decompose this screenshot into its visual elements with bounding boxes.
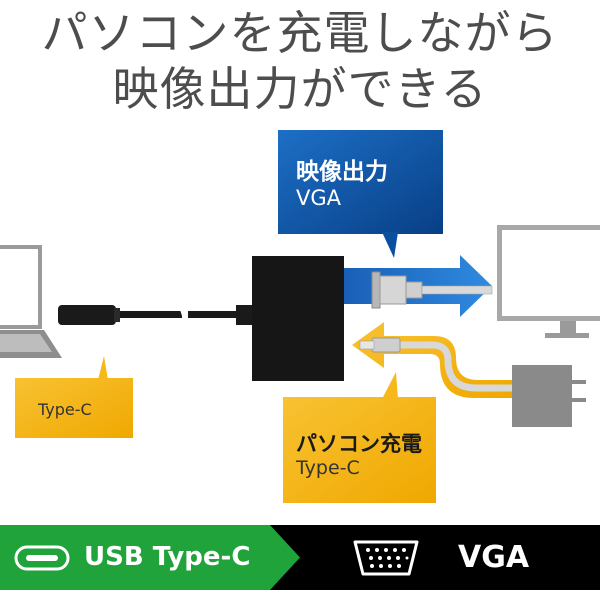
usb-c-port-icon [14, 545, 70, 571]
vga-connector [371, 271, 493, 309]
adapter-body [252, 256, 344, 381]
charging-callout [283, 372, 436, 503]
usb-type-c-label: USB Type-C [84, 542, 251, 572]
charging-subtitle: Type-C [296, 457, 360, 479]
product-diagram [0, 130, 600, 503]
laptop-icon [0, 245, 62, 358]
vga-port-icon [353, 540, 419, 576]
laptop-port-callout [15, 356, 133, 438]
charging-title: パソコン充電 [296, 432, 422, 456]
charging-arrow [352, 322, 514, 398]
bottom-bar-green-segment [0, 525, 300, 590]
headline-line-2: 映像出力ができる [112, 62, 488, 116]
vga-label: VGA [458, 540, 530, 575]
video-out-callout [278, 130, 443, 258]
headline-line-1: パソコンを充電しながら [41, 6, 559, 60]
laptop-port-label: Type-C [38, 400, 92, 419]
video-out-subtitle: VGA [296, 186, 342, 210]
monitor-icon [497, 225, 600, 338]
video-out-title: 映像出力 [296, 159, 388, 185]
usb-c-cable [58, 302, 256, 325]
power-adapter-icon [512, 365, 586, 427]
